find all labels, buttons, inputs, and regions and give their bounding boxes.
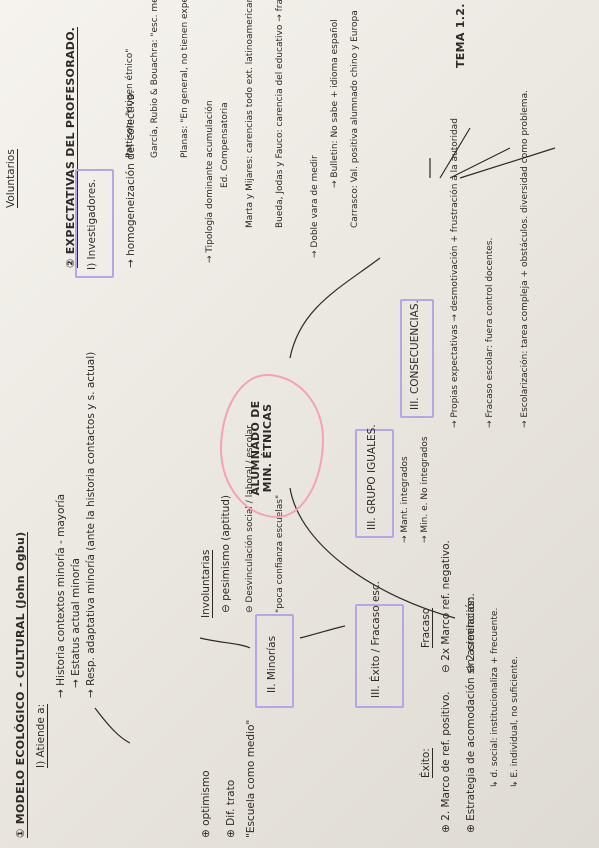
fracaso-item-2: ⊖ 2 creencias: (465, 597, 477, 673)
arrow-involuntarios (299, 625, 346, 639)
ref-line-3 (449, 147, 511, 179)
ref-pattison: Pattison: "origen étnico" (125, 48, 135, 158)
involuntarios-label: Involuntarias (200, 549, 213, 618)
ref-planas: Planas: "En general, no tienen expectati… (180, 0, 190, 158)
arrow-cloud-right (289, 257, 381, 359)
consecuencias-title: III. CONSECUENCIAS. (409, 300, 421, 410)
model-title: ① MODELO ECOLÓGICO - CULTURAL (John Ogbu… (14, 531, 28, 838)
doble-ref-1: → Bulletin: No sabe + idioma español (330, 19, 340, 188)
doble-vara: → Doble vara de medir (310, 155, 320, 258)
grupo-iguales-title: III. GRUPO IGUALES. (366, 424, 378, 530)
ref-line-4 (459, 147, 556, 179)
investigadores-title: I) Investigadores. (86, 178, 98, 270)
minorias-title: II. Minorías (266, 635, 278, 693)
involuntarios-item-1: ⊖ pesimismo (aptitud) (220, 494, 232, 613)
grupo-iguales-item-1: → Mant. integrados (400, 456, 410, 543)
exito-fracaso-title: III. Éxito / Fracaso esc. (370, 581, 382, 698)
grupo-iguales-item-2: → Min. e. No integrados (420, 436, 430, 543)
ref-line-2 (439, 127, 471, 179)
fracaso-item-3: ↳ d. social: institucionaliza + frecuent… (490, 607, 500, 788)
fracaso-item-4: ↳ E. individual, no suficiente. (510, 656, 520, 788)
section1-item-2: → Estatus actual minoría (70, 558, 82, 688)
arrow-voluntarios (199, 637, 251, 649)
tipologia-ref-1: Ed. Compensatoria (220, 102, 230, 188)
tipologia-ref-2: Marta y Mijares: carencias todo ext. lat… (245, 0, 255, 228)
consecuencias-item-1: → Propias expectativas → desmotivación +… (450, 118, 460, 428)
section1-item-1: → Historia contextos minoría - mayoría (55, 493, 67, 698)
consecuencias-item-3: → Escolarización: tarea compleja + obstá… (520, 90, 530, 428)
fracaso-label: Fracaso (420, 607, 433, 648)
section1-title: I) Atiende a: (35, 703, 48, 768)
voluntarios-label: Voluntarios (5, 149, 18, 208)
voluntarios-item-2: ⊕ Dif. trato (225, 779, 237, 838)
section1-item-3: → Resp. adaptativa minoría (ante la hist… (85, 351, 97, 698)
cloud-text: ALUMNADO DE MIN. ÉTNICAS (249, 400, 274, 496)
consecuencias-item-2: → Fracaso escolar: fuera control docente… (485, 237, 495, 428)
exito-label: Éxito: (420, 748, 433, 778)
tipologia-ref-3: Bueda, Jodas y Fauco: carencia del educa… (275, 0, 285, 228)
tema-label: TEMA 1.2. (454, 3, 467, 68)
arrow-exito (94, 707, 131, 744)
arrow-cloud-left (289, 487, 456, 619)
voluntarios-item-3: "Escuela como medio" (245, 719, 257, 838)
fracaso-item-1: ⊖ 2x Marco ref. negativo. (440, 540, 452, 673)
ref-garcia: García, Rubio & Bouachra: "esc. metodoló… (150, 0, 161, 158)
tipologia: → Tipología dominante acumulación (205, 100, 215, 263)
exito-item-1: ⊕ 2. Marco de ref. positivo. (440, 691, 452, 833)
voluntarios-item-1: ⊕ optimismo (200, 770, 212, 838)
doble-ref-2: Carrasco: Val. positiva alumnado chino y… (350, 10, 360, 228)
